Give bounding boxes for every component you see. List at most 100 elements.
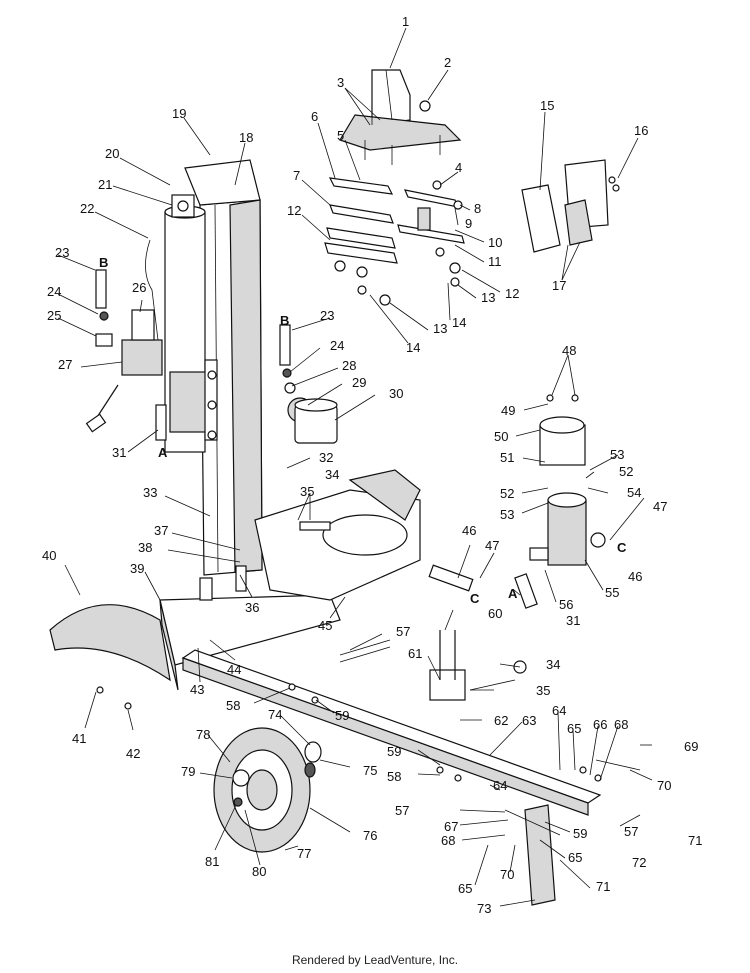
hose-fitting-a-left	[155, 404, 167, 441]
callout-65-upper: 65	[567, 721, 581, 736]
callout-58-middle: 58	[387, 769, 401, 784]
fender	[49, 604, 171, 682]
callout-49: 49	[501, 403, 515, 418]
main-beam	[184, 159, 263, 576]
callout-24-left: 24	[47, 284, 61, 299]
callout-66: 66	[593, 717, 607, 732]
callout-47-upper: 47	[653, 499, 667, 514]
callout-61: 61	[408, 646, 422, 661]
callout-1: 1	[402, 14, 409, 29]
elbow-25	[95, 333, 113, 347]
callout-23-left: 23	[55, 245, 69, 260]
callout-10: 10	[488, 235, 502, 250]
plate-stack	[324, 177, 398, 306]
callout-46-upper: 46	[462, 523, 476, 538]
callout-80: 80	[252, 864, 266, 879]
callout-9: 9	[465, 216, 472, 231]
callout-69: 69	[684, 739, 698, 754]
wedge-assembly	[339, 69, 462, 165]
leader-lines	[57, 27, 653, 907]
connector-a-right: A	[508, 586, 518, 601]
callout-75: 75	[363, 763, 377, 778]
callout-65-lower: 65	[568, 850, 582, 865]
callout-21: 21	[98, 177, 112, 192]
callout-34-upper: 34	[325, 467, 339, 482]
callout-58-left: 58	[226, 698, 240, 713]
callout-18: 18	[239, 130, 253, 145]
callout-72: 72	[632, 855, 646, 870]
callout-35-upper: 35	[300, 484, 314, 499]
callout-81: 81	[205, 854, 219, 869]
callout-74: 74	[268, 707, 282, 722]
hardware	[96, 639, 641, 836]
callout-20: 20	[105, 146, 119, 161]
callout-31-right: 31	[566, 613, 580, 628]
callout-13-right: 13	[481, 290, 495, 305]
callout-59-middle: 59	[387, 744, 401, 759]
callout-53-lower: 53	[500, 507, 514, 522]
callout-14-right: 14	[452, 315, 466, 330]
callout-79: 79	[181, 764, 195, 779]
connector-c-upper: C	[617, 540, 627, 555]
callout-73: 73	[477, 901, 491, 916]
stand-leg	[524, 804, 556, 906]
callout-40: 40	[42, 548, 56, 563]
pump-mount	[169, 359, 218, 441]
hose-fitting-a-right	[514, 573, 538, 609]
hose-fitting-b-left	[95, 269, 107, 309]
callout-62: 62	[494, 713, 508, 728]
callout-52-lower: 52	[500, 486, 514, 501]
callout-36: 36	[245, 600, 259, 615]
control-valve	[85, 309, 163, 433]
callout-38: 38	[138, 540, 152, 555]
callout-13-left: 13	[433, 321, 447, 336]
callout-78: 78	[196, 727, 210, 742]
callout-50: 50	[494, 429, 508, 444]
callout-59-left: 59	[335, 708, 349, 723]
callout-39: 39	[130, 561, 144, 576]
callout-68-upper: 68	[614, 717, 628, 732]
callout-3: 3	[337, 75, 344, 90]
callout-7: 7	[293, 168, 300, 183]
callout-12-right: 12	[505, 286, 519, 301]
callout-19: 19	[172, 106, 186, 121]
callout-16: 16	[634, 123, 648, 138]
callout-29: 29	[352, 375, 366, 390]
wheel-assembly	[213, 727, 322, 853]
callout-2: 2	[444, 55, 451, 70]
footer-credit: Rendered by LeadVenture, Inc.	[291, 953, 459, 967]
guide-plates	[397, 180, 465, 287]
callout-17: 17	[552, 278, 566, 293]
callout-41: 41	[72, 731, 86, 746]
callout-26: 26	[132, 280, 146, 295]
callout-59-right: 59	[573, 826, 587, 841]
callout-25: 25	[47, 308, 61, 323]
callout-67: 67	[444, 819, 458, 834]
callout-46-right: 46	[628, 569, 642, 584]
callout-33: 33	[143, 485, 157, 500]
guard-plates	[521, 159, 620, 253]
filter-assembly	[279, 324, 338, 444]
o-ring-24-left	[99, 311, 109, 321]
callout-45: 45	[318, 618, 332, 633]
callout-57-right: 57	[624, 824, 638, 839]
callout-68-lower: 68	[441, 833, 455, 848]
callout-56: 56	[559, 597, 573, 612]
callout-28: 28	[342, 358, 356, 373]
callout-44: 44	[227, 662, 241, 677]
callout-11: 11	[488, 254, 502, 269]
connector-c-lower: C	[470, 591, 480, 606]
callout-52-upper: 52	[619, 464, 633, 479]
support-frame	[254, 469, 421, 601]
callout-labels: 1 2 3 4 5 6 7 8 9 10 11 12 12 13 13 14 1…	[42, 14, 702, 916]
callout-32: 32	[319, 450, 333, 465]
callout-71-right: 71	[688, 833, 702, 848]
callout-6: 6	[311, 109, 318, 124]
callout-22: 22	[80, 201, 94, 216]
callout-71-lower: 71	[596, 879, 610, 894]
callout-24-right: 24	[330, 338, 344, 353]
callout-43: 43	[190, 682, 204, 697]
callout-55: 55	[605, 585, 619, 600]
callout-57-upper: 57	[396, 624, 410, 639]
callout-60: 60	[488, 606, 502, 621]
